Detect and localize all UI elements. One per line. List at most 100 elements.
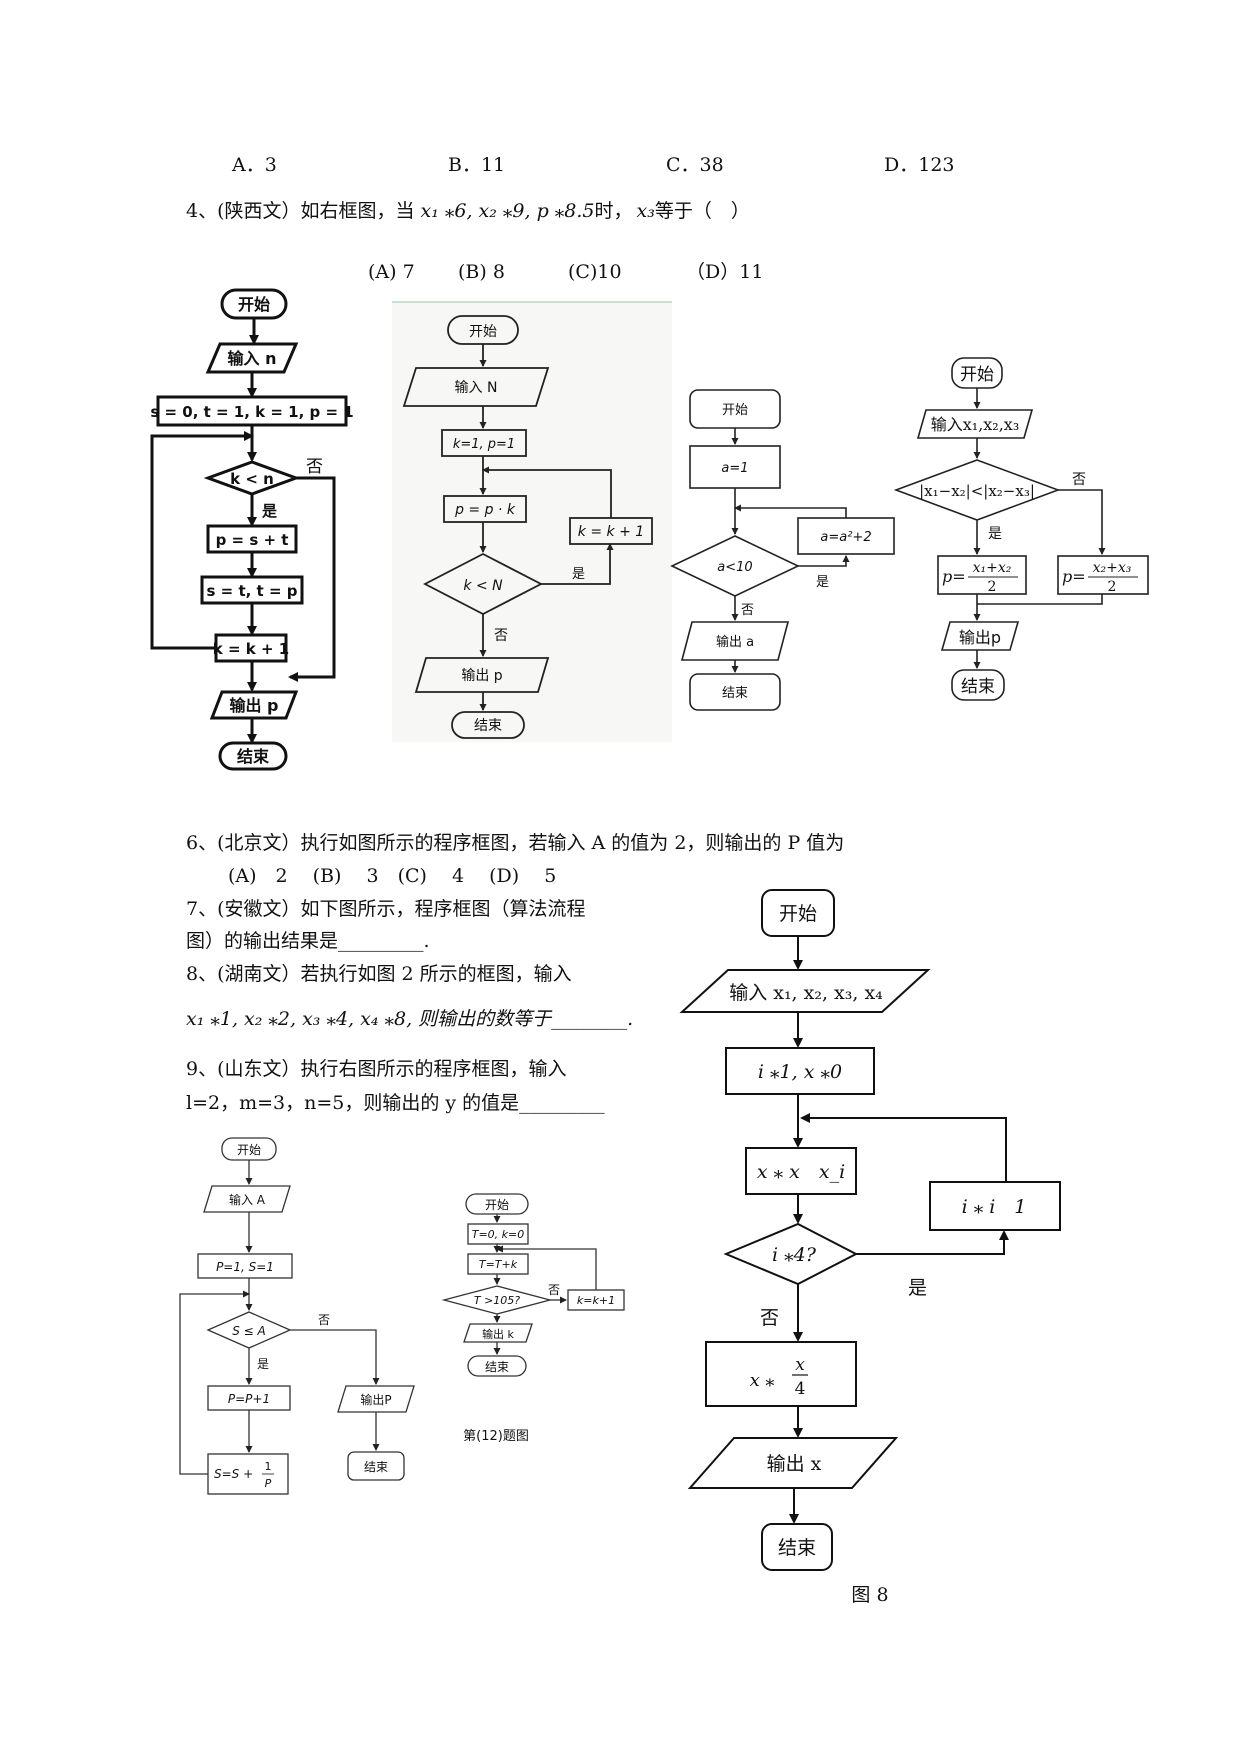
fc2-step: p = p · k (454, 502, 516, 518)
fc4-right-num: x₂+x₃ (1093, 560, 1132, 576)
fc1-cond: k < n (230, 470, 274, 488)
flowchart-6: 开始 T=0, k=0 T=T+k T >105? 否 k=k+1 输出 k 结… (441, 1193, 625, 1444)
fc1-no: 否 (306, 457, 323, 477)
q4-option-a: (A) 7 (368, 261, 415, 283)
fc3-cond: a<10 (717, 560, 752, 575)
flowchart-1: 开始 输入 n s = 0, t = 1, k = 1, p = 1 k < n… (150, 288, 354, 771)
fc7-output-box (687, 1437, 899, 1489)
fc7-inc: i ⁎ i 1 (962, 1196, 1027, 1218)
fc4-input: 输入x₁,x₂,x₃ (931, 415, 1020, 434)
q3-option-c: C．38 (666, 154, 724, 176)
fc7-start: 开始 (779, 903, 817, 925)
fc6-output: 输出 k (482, 1327, 514, 1341)
fc3-output: 输出 a (716, 634, 754, 650)
fc5-end-box (347, 1451, 405, 1481)
fc7-end: 结束 (778, 1537, 816, 1559)
q4-prompt-var3: x₃ (636, 200, 655, 222)
fc7-end-box (761, 1523, 833, 1571)
fc5-output: 输出P (360, 1392, 391, 1407)
fc6-init: T=0, k=0 (472, 1228, 525, 1241)
fc7-calc-den: 4 (795, 1379, 806, 1399)
fc5-output-box (337, 1385, 415, 1413)
fc7-yes: 是 (908, 1277, 927, 1299)
q8-line2: x₁ ⁎1, x₂ ⁎2, x₃ ⁎4, x₄ ⁎8, 则输出的数等于_____… (186, 1008, 634, 1030)
fc5-step1: P=P+1 (228, 1392, 270, 1406)
fc1-step2: s = t, t = p (207, 582, 298, 600)
flowchart-7: 开始 输入 x₁, x₂, x₃, x₄ i ⁎1, x ⁎0 x ⁎ x x_… (679, 889, 1061, 1606)
fc3-start: 开始 (722, 403, 748, 418)
fc5-yes: 是 (257, 1357, 269, 1371)
fc2-init: k=1, p=1 (453, 437, 515, 452)
fc5-step2-den: P (265, 1477, 272, 1490)
fc7-calc-num: x (795, 1355, 805, 1375)
fc1-end: 结束 (236, 747, 270, 766)
fc2-yes: 是 (572, 567, 585, 582)
fc2-start: 开始 (469, 324, 497, 340)
fc3-end-box (689, 673, 781, 711)
fc6-step-box (467, 1253, 529, 1275)
fc6-end: 结束 (485, 1360, 509, 1374)
fc5-init: P=1, S=1 (216, 1260, 274, 1274)
fc2-output-box (414, 657, 550, 693)
fc7-input: 输入 x₁, x₂, x₃, x₄ (729, 982, 883, 1004)
fc7-calc-box (705, 1341, 857, 1407)
q4-option-b: (B) 8 (458, 261, 505, 283)
fc2-bg (392, 302, 672, 742)
fc4-yes: 是 (988, 526, 1002, 542)
fc3-step: a=a²+2 (820, 530, 871, 545)
fc3-no: 否 (741, 603, 754, 618)
fc2-end: 结束 (474, 718, 502, 734)
fc4-end-box (951, 669, 1005, 701)
fc7-caption: 图 8 (851, 1584, 888, 1606)
fc3-init: a=1 (721, 461, 748, 476)
fc4-input-box (916, 409, 1034, 439)
flowchart-2: 开始 输入 N k=1, p=1 p = p · k k < N 是 k = k… (392, 301, 672, 742)
fc2-cond: k < N (463, 578, 503, 594)
fc6-end-box (467, 1355, 527, 1377)
fc1-output-box (209, 690, 299, 720)
fc5-no: 否 (318, 1313, 330, 1327)
flowchart-4: 开始 输入x₁,x₂,x₃ |x₁−x₂|<|x₂−x₃| 否 是 p= x₁+… (893, 357, 1149, 701)
q3-option-a: A．3 (232, 154, 277, 176)
fc7-init-box (725, 1047, 875, 1095)
fc4-left-num: x₁+x₂ (973, 560, 1012, 576)
fc1-init: s = 0, t = 1, k = 1, p = 1 (150, 403, 353, 421)
q4-prompt-pre: 4、(陕西文）如右框图，当 (186, 200, 415, 222)
fc3-end: 结束 (722, 686, 748, 701)
fc5-start: 开始 (237, 1143, 261, 1157)
fc4-left-box (937, 555, 1027, 595)
fc6-start: 开始 (485, 1198, 509, 1212)
fc1-output: 输出 p (229, 696, 278, 715)
q9-line1: 9、(山东文）执行右图所示的程序框图，输入 (186, 1058, 567, 1080)
fc5-cond: S ≤ A (232, 1324, 266, 1338)
fc1-start: 开始 (238, 295, 270, 314)
fc7-calc-pre: x ⁎ (750, 1370, 775, 1391)
flowchart-5: 开始 输入 A P=1, S=1 S ≤ A 否 是 P=P+1 S=S + 1… (179, 1137, 415, 1495)
q6-prompt: 6、(北京文）执行如图所示的程序框图，若输入 A 的值为 2，则输出的 P 值为 (186, 832, 845, 854)
fc7-init: i ⁎1, x ⁎0 (758, 1061, 842, 1083)
fc4-start: 开始 (960, 365, 994, 385)
fc5-input: 输入 A (229, 1192, 266, 1207)
fc1-input-box (205, 342, 299, 374)
fc6-caption: 第(12)题图 (463, 1429, 529, 1444)
q4-prompt-vars: x₁ ⁎6, x₂ ⁎9, p ⁎8.5 (420, 200, 595, 222)
fc1-end-box (218, 741, 288, 771)
fc5-init-box (197, 1253, 293, 1279)
q4-prompt-end: 等于（ ） (654, 200, 750, 222)
fc4-right-box (1057, 555, 1149, 595)
fc1-input: 输入 n (228, 349, 277, 368)
fc7-cond: i ⁎4? (772, 1244, 817, 1266)
q3-option-d: D．123 (884, 154, 955, 176)
fc6-no: 否 (548, 1283, 560, 1297)
fc2-no: 否 (494, 628, 508, 644)
q8-line1: 8、(湖南文）若执行如图 2 所示的框图，输入 (186, 963, 572, 985)
fc7-inc-box (929, 1181, 1061, 1231)
fc5-step2-num: 1 (265, 1460, 272, 1473)
fc4-output: 输出p (959, 628, 1001, 647)
q7-line1: 7、(安徽文）如下图所示，程序框图（算法流程 (186, 898, 586, 920)
fc1-step3: k = k + 1 (213, 640, 289, 658)
q7-line2: 图）的输出结果是_________. (186, 930, 430, 952)
fc4-right-den: 2 (1108, 579, 1117, 595)
fc4-left-den: 2 (988, 579, 997, 595)
